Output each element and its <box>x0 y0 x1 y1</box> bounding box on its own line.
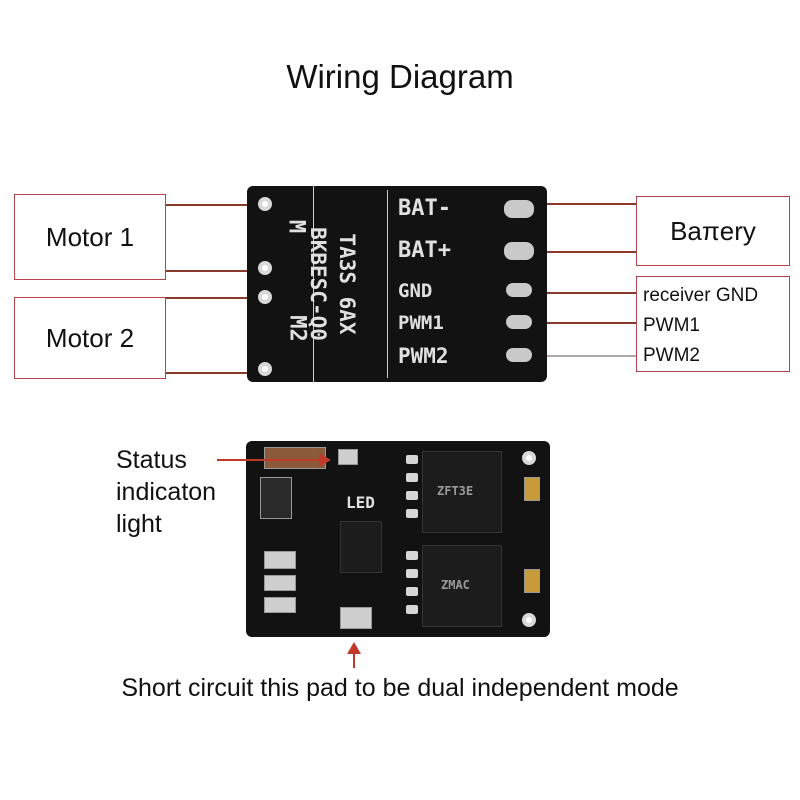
status-arrow-icon <box>217 453 331 467</box>
pad-label-bat-neg: BAT- <box>398 196 451 221</box>
cap-1 <box>524 477 540 501</box>
pad-gnd <box>506 283 532 297</box>
pad-bat-pos <box>504 242 534 260</box>
cap-2 <box>524 569 540 593</box>
receiver-box: receiver GND PWM1 PWM2 <box>636 276 790 372</box>
pad-label-pwm1: PWM1 <box>398 312 444 334</box>
pad-area: BAT- BAT+ GND PWM1 PWM2 <box>387 190 544 378</box>
motor2-hole-a <box>258 290 272 304</box>
mosfet1-pin <box>406 509 418 518</box>
mosfet2-pin <box>406 605 418 614</box>
wire-bat-neg <box>546 203 636 205</box>
status-line3: light <box>116 510 162 538</box>
resistor-1 <box>264 575 296 591</box>
motor2-label: Motor 2 <box>45 322 135 353</box>
esc-board-top: M M2 TA3S 6AX BKBESC-Q0 BAT- BAT+ GND PW… <box>247 186 547 382</box>
model-line2: BKBESC-Q0 <box>306 227 330 341</box>
mosfet1-marking: ZFT3E <box>437 484 474 498</box>
motor2-hole-b <box>258 362 272 376</box>
motor1-label: Motor 1 <box>45 221 135 252</box>
mosfet-1: ZFT3E <box>422 451 502 533</box>
capacitor-1 <box>264 551 296 569</box>
motor1-hole-b <box>258 261 272 275</box>
pad-label-gnd: GND <box>398 280 433 302</box>
wire-motor1-a <box>166 204 248 206</box>
motor1-box: Motor 1 <box>14 194 166 280</box>
regulator <box>260 477 292 519</box>
mode-pad <box>340 607 372 629</box>
receiver-gnd-label: receiver GND <box>643 285 759 306</box>
battery-box: Baπery <box>636 196 790 266</box>
wire-motor1-b <box>166 270 248 272</box>
silk-divider <box>313 186 314 382</box>
status-line2: indicaton <box>116 478 217 506</box>
status-line1: Status <box>116 446 187 474</box>
esc-board-bottom: LED ZFT3E ZMAC <box>246 441 550 637</box>
wire-pwm2 <box>546 355 636 357</box>
pad-pwm2 <box>506 348 532 362</box>
pad-label-pwm2: PWM2 <box>398 344 449 368</box>
board-hole <box>522 613 536 627</box>
mosfet2-pin <box>406 551 418 560</box>
pwm2-label: PWM2 <box>643 345 700 366</box>
pad-label-bat-pos: BAT+ <box>398 238 451 263</box>
wire-gnd <box>546 292 636 294</box>
led-silk: LED <box>346 493 375 512</box>
motor2-box: Motor 2 <box>14 297 166 379</box>
pad-pwm1 <box>506 315 532 329</box>
page-title: Wiring Diagram <box>286 58 514 95</box>
mosfet2-pin <box>406 587 418 596</box>
wire-motor2-a <box>166 297 248 299</box>
mosfet1-pin <box>406 455 418 464</box>
motor1-hole-a <box>258 197 272 211</box>
pad-bat-neg <box>504 200 534 218</box>
pwm1-label: PWM1 <box>643 315 700 336</box>
mosfet2-marking: ZMAC <box>441 578 470 592</box>
mosfet-2: ZMAC <box>422 545 502 627</box>
wire-bat-pos <box>546 251 636 253</box>
led-resistor <box>338 449 358 465</box>
board-hole <box>522 451 536 465</box>
battery-label: Baπery <box>670 215 756 246</box>
mosfet2-pin <box>406 569 418 578</box>
mosfet1-pin <box>406 473 418 482</box>
status-annotation: Status indicaton light <box>116 444 216 540</box>
wire-pwm1 <box>546 322 636 324</box>
model-line1: TA3S 6AX <box>335 233 359 335</box>
mosfet1-pin <box>406 491 418 500</box>
motor1-silk: M <box>283 219 309 234</box>
resistor-2 <box>264 597 296 613</box>
mcu-chip <box>340 521 382 573</box>
wire-motor2-b <box>166 372 248 374</box>
mode-pad-arrow-icon <box>347 642 361 668</box>
short-circuit-note: Short circuit this pad to be dual indepe… <box>121 674 679 702</box>
